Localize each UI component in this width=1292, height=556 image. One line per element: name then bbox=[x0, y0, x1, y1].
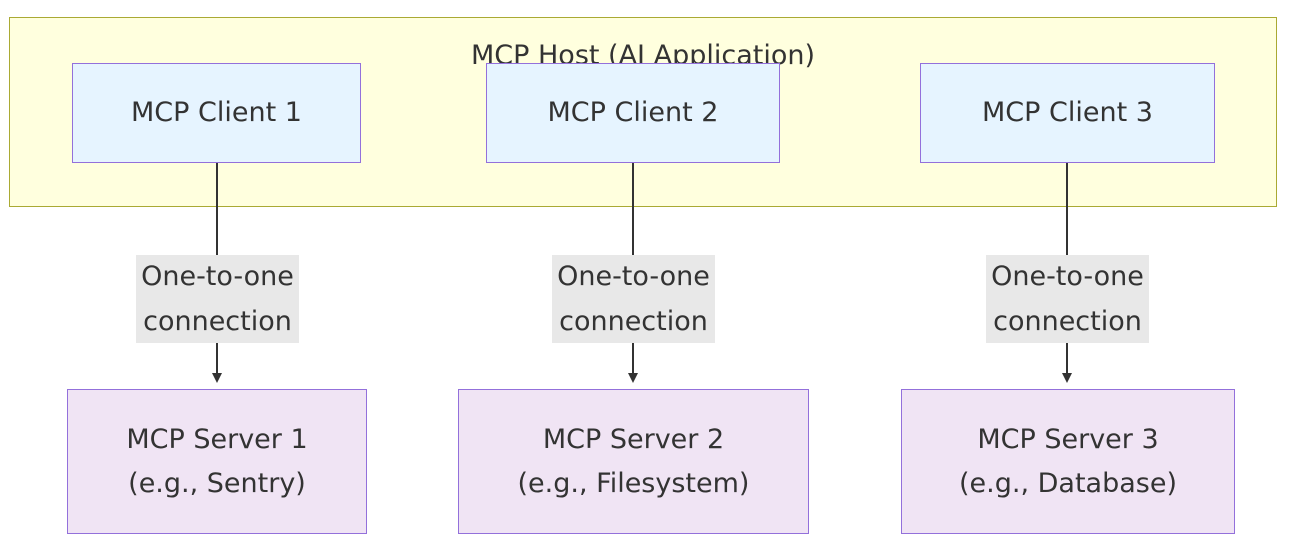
mcp-client-2-label: MCP Client 2 bbox=[547, 97, 719, 128]
mcp-client-2-node[interactable]: MCP Client 2 bbox=[486, 63, 780, 163]
mcp-server-3-node[interactable]: MCP Server 3 (e.g., Database) bbox=[901, 389, 1235, 534]
edge-label-2-line1: One-to-one bbox=[557, 261, 710, 292]
mcp-client-3-node[interactable]: MCP Client 3 bbox=[920, 63, 1215, 163]
mcp-server-1-title: MCP Server 1 bbox=[126, 423, 308, 455]
edge-label-1-line1: One-to-one bbox=[141, 261, 294, 292]
edge-label-3: One-to-one connection bbox=[986, 255, 1149, 343]
mcp-server-1-node[interactable]: MCP Server 1 (e.g., Sentry) bbox=[67, 389, 367, 534]
mcp-server-2-title: MCP Server 2 bbox=[542, 423, 725, 455]
mcp-server-3-title: MCP Server 3 bbox=[977, 423, 1159, 455]
edge-label-3-line1: One-to-one bbox=[991, 261, 1144, 292]
edge-label-2: One-to-one connection bbox=[552, 255, 715, 343]
edge-label-1: One-to-one connection bbox=[136, 255, 299, 343]
edge-label-3-line2: connection bbox=[993, 306, 1142, 337]
mcp-server-3-example: (e.g., Database) bbox=[959, 467, 1177, 499]
mcp-server-2-node[interactable]: MCP Server 2 (e.g., Filesystem) bbox=[458, 389, 809, 534]
mcp-server-1-example: (e.g., Sentry) bbox=[128, 467, 306, 499]
edge-label-2-line2: connection bbox=[559, 306, 708, 337]
edge-label-1-line2: connection bbox=[143, 306, 292, 337]
mcp-client-3-label: MCP Client 3 bbox=[982, 97, 1153, 128]
mcp-client-1-node[interactable]: MCP Client 1 bbox=[72, 63, 361, 163]
mcp-client-1-label: MCP Client 1 bbox=[131, 97, 302, 128]
mcp-server-2-example: (e.g., Filesystem) bbox=[517, 467, 750, 499]
